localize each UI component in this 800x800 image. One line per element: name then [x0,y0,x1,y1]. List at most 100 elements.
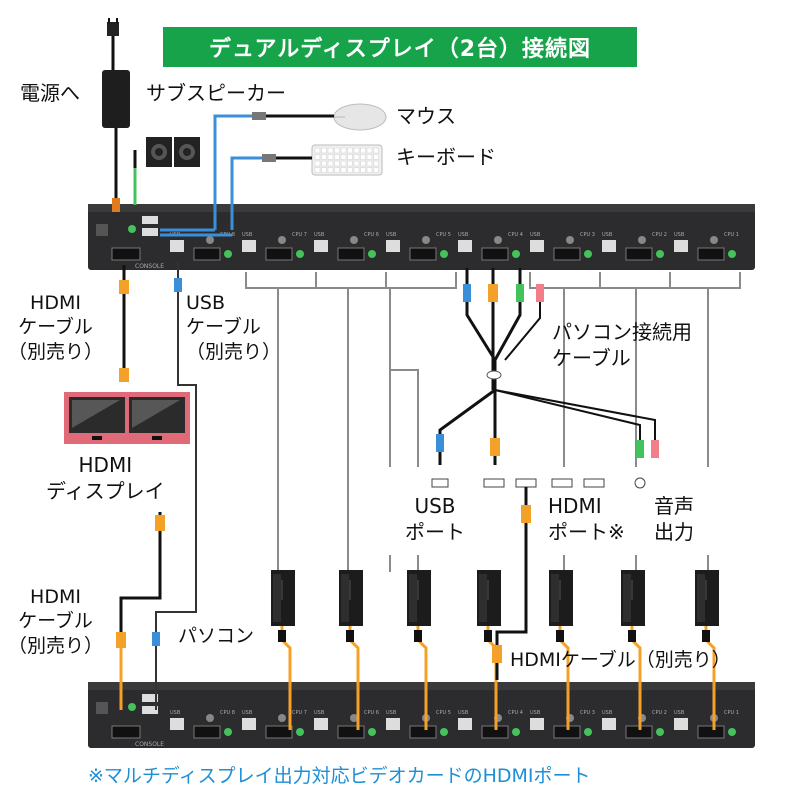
cpu-port-label: CPU 8 [220,710,235,716]
cpu-usb-port [314,718,328,730]
cpu-port-label: CPU 5 [436,710,451,716]
usb-port-label: USB [530,232,541,238]
usb-port-label: USB [674,710,685,716]
cpu-usb-port [530,240,544,252]
keyboard-icon [160,144,383,237]
console-audio-port [128,225,136,233]
cpu-audio-port [224,728,232,736]
usb-port-label: USB ポート [405,494,465,544]
hdmi-cable-pc-label: HDMIケーブル（別売り） [510,649,731,671]
cpu-audio-port [584,250,592,258]
usb-port-label: USB [602,710,613,716]
pc-label: パソコン [178,625,255,647]
mouse-label: マウス [396,104,456,128]
cpu-port-label: CPU 2 [652,232,667,238]
cpu-port-label: CPU 2 [652,710,667,716]
cpu-hdmi-port [337,725,365,739]
cpu-usb-port [386,718,400,730]
cpu-audio-port [656,728,664,736]
cpu-audio-port [584,728,592,736]
cpu-usb-port [602,240,616,252]
cpu-usb-port [170,240,184,252]
pc-tower-icon [271,570,295,730]
cpu-port-label: CPU 3 [580,710,595,716]
hdmi-port-icon [515,478,537,488]
cpu-usb-port [602,718,616,730]
hdmi-port-icon [483,478,505,488]
power-adapter-icon [102,18,130,212]
cpu-audio-port [512,728,520,736]
cpu-hdmi-port [697,247,725,261]
cpu-mic-port [278,714,286,722]
cpu-hdmi-port [553,247,581,261]
console-label: CONSOLE [135,263,164,270]
cpu-mic-port [350,236,358,244]
cpu-port-label: CPU 6 [364,710,379,716]
cpu-hdmi-port [265,247,293,261]
cpu-usb-port [530,718,544,730]
cpu-hdmi-port [697,725,725,739]
cpu-usb-port [674,718,688,730]
pc-tower-icon [339,570,363,730]
usb-port-label: USB [458,232,469,238]
usb-port-label: USB [242,710,253,716]
cpu-hdmi-port [481,247,509,261]
pc-tower-icon [549,570,573,730]
power-label: 電源へ [20,81,80,105]
speaker-icon [133,137,200,205]
cpu-mic-port [638,236,646,244]
console-usb-port [142,216,158,224]
cpu-mic-port [494,236,502,244]
hdmi-cable-bottom-label: HDMI ケーブル （別売り） [8,586,104,657]
usb-port-label: USB [386,232,397,238]
cpu-hdmi-port [193,247,221,261]
usb-port-label: USB [530,710,541,716]
cpu-port-label: CPU 5 [436,232,451,238]
cpu-port-label: CPU 6 [364,232,379,238]
power-port [96,702,108,714]
cpu-audio-port [512,250,520,258]
cpu-port-label: CPU 3 [580,232,595,238]
cpu-audio-port [728,250,736,258]
page-title: デュアルディスプレイ（2台）接続図 [163,27,637,67]
pc-port-panel [374,467,770,555]
cpu-mic-port [566,236,574,244]
usb-port-label: USB [458,710,469,716]
usb-port-icon [431,478,449,488]
cpu-audio-port [368,250,376,258]
cpu-audio-port [440,250,448,258]
subwoofer-label: サブスピーカー [146,81,286,105]
cpu-port-label: CPU 7 [292,710,307,716]
usb-port-label: USB [170,710,181,716]
console-label: CONSOLE [135,741,164,748]
console-usb-port [142,228,158,236]
cpu-audio-port [296,250,304,258]
pc-tower-icon [407,570,431,730]
cpu-mic-port [278,236,286,244]
hdmi-cable-top-label: HDMI ケーブル （別売り） [8,292,104,363]
mouse-icon [213,103,387,230]
footnote: ※マルチディスプレイ出力対応ビデオカードのHDMIポート [88,765,591,787]
usb-cable-label: USB ケーブル （別売り） [186,292,282,363]
pc-cable-label: パソコン接続用 ケーブル [552,320,692,370]
cpu-hdmi-port [193,725,221,739]
hdmi-port-icon [551,478,573,488]
power-port [96,224,108,236]
hdmi-port-label: HDMI ポート※ [548,494,625,544]
cpu-audio-port [368,728,376,736]
cpu-usb-port [674,240,688,252]
cpu-usb-port [314,240,328,252]
pc-tower-icon [695,570,719,730]
console-hdmi-port [111,247,141,261]
cpu-port-label: CPU 1 [724,232,739,238]
usb-port-label: USB [674,232,685,238]
cpu-hdmi-port [265,725,293,739]
cpu-mic-port [206,236,214,244]
keyboard-label: キーボード [396,145,496,169]
cpu-hdmi-port [625,247,653,261]
pc-connection-cable [436,268,659,465]
cpu-usb-port [242,718,256,730]
